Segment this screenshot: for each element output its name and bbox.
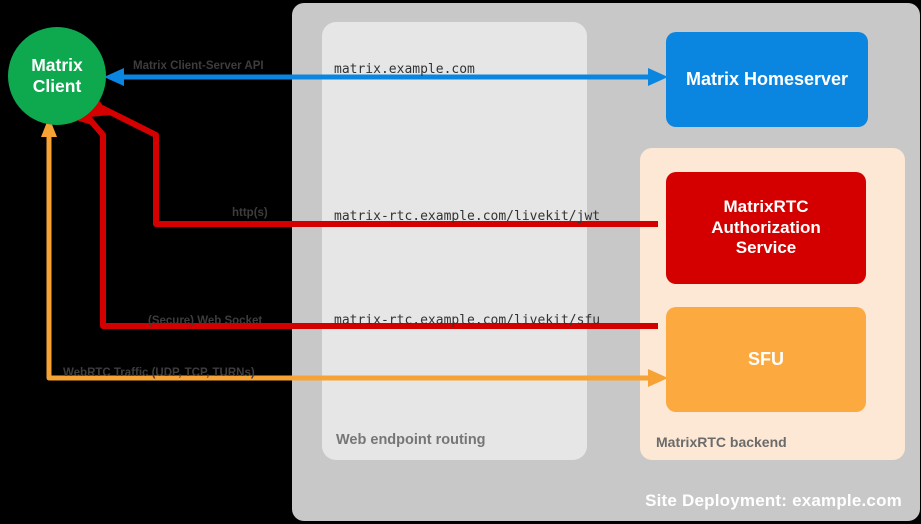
auth-service-label-line3: Service	[735, 238, 797, 258]
node-matrixrtc-authorization-service[interactable]: MatrixRTC Authorization Service	[666, 172, 866, 284]
matrix-client-label-line2: Client	[32, 76, 82, 96]
node-sfu[interactable]: SFU	[666, 307, 866, 412]
auth-service-label-line1: MatrixRTC	[723, 197, 809, 217]
endpoint-label-livekit-jwt: matrix-rtc.example.com/livekit/jwt	[334, 209, 601, 224]
edge-label-secure-websocket: (Secure) Web Socket	[148, 315, 263, 327]
web-endpoint-routing-label: Web endpoint routing	[336, 432, 486, 448]
node-matrix-homeserver[interactable]: Matrix Homeserver	[666, 32, 868, 127]
matrix-homeserver-label: Matrix Homeserver	[685, 68, 849, 89]
web-endpoint-routing-container: Web endpoint routing	[322, 22, 587, 460]
endpoint-label-matrix-example-com: matrix.example.com	[334, 62, 475, 77]
site-deployment-label: Site Deployment: example.com	[645, 491, 902, 510]
matrixrtc-backend-label: MatrixRTC backend	[656, 434, 787, 450]
matrix-client-label-line1: Matrix	[31, 55, 83, 76]
edge-label-webrtc-traffic: WebRTC Traffic (UDP, TCP, TURNs)	[63, 367, 255, 379]
auth-service-label-line2: Authorization	[711, 217, 821, 237]
endpoint-label-livekit-sfu: matrix-rtc.example.com/livekit/sfu	[334, 313, 601, 328]
node-matrix-client[interactable]: Matrix Client	[8, 27, 106, 125]
edge-label-http: http(s)	[232, 207, 268, 219]
sfu-label: SFU	[748, 348, 784, 369]
edge-label-matrix-cs-api: Matrix Client-Server API	[133, 60, 264, 72]
